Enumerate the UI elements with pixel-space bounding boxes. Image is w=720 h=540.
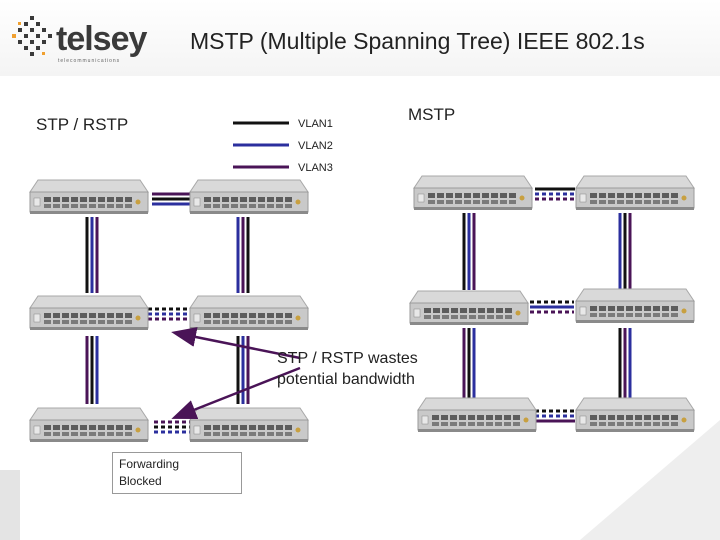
bandwidth-callout: STP / RSTP wastes potential bandwidth [277,350,418,388]
mstp-link-left-lower [462,328,476,398]
stp-switch-top-left [29,179,149,214]
vlan1-label: VLAN1 [298,118,333,130]
stp-rstp-heading: STP / RSTP [36,115,129,134]
mstp-switch-bottom-left [417,397,537,432]
stp-switch-bottom-right [189,407,309,442]
mstp-link-top [535,187,575,201]
logo-tagline: telecommunications [58,58,121,64]
stp-link-middle-blocked [148,307,190,321]
mstp-heading: MSTP [408,105,456,124]
stp-link-left-lower [85,336,99,404]
logo-mark-icon [12,16,52,56]
stp-link-right-upper [236,217,250,293]
stp-link-bottom-blocked [154,420,190,434]
mstp-switch-top-left [413,175,533,210]
stp-link-left-upper [85,217,99,293]
mstp-switch-middle-right [575,288,695,323]
mstp-switch-top-right [575,175,695,210]
stp-switch-middle-right [189,295,309,330]
page-title: MSTP (Multiple Spanning Tree) IEEE 802.1… [190,28,645,54]
header-bar [0,0,720,76]
telsey-logo: telsey telecommunications [12,12,162,68]
stp-switch-middle-left [29,295,149,330]
stp-switch-bottom-left [29,407,149,442]
callout-arrow-lower [171,366,301,419]
legend-forwarding-label: Forwarding [119,457,180,471]
mstp-switch-middle-left [409,290,529,325]
mstp-link-left-upper [462,213,476,290]
callout-arrow-upper [171,327,301,360]
stp-switch-top-right [189,179,309,214]
link-state-legend: Forwarding Blocked [112,452,242,494]
mstp-link-right-lower [618,328,632,398]
vlan3-label: VLAN3 [298,162,333,174]
mstp-switch-bottom-right [575,397,695,432]
legend-blocked-label: Blocked [119,474,162,488]
vlan2-label: VLAN2 [298,140,333,152]
mstp-link-middle [530,300,574,314]
mstp-link-bottom [535,409,575,423]
stp-link-top [152,192,190,206]
logo-wordmark: telsey [56,20,147,58]
mstp-link-right-upper [618,213,632,290]
